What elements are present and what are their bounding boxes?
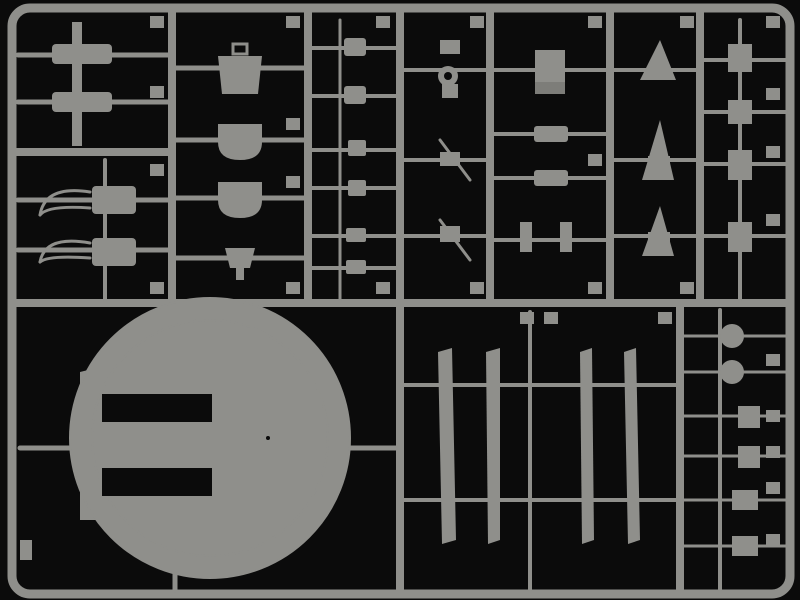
block-parts [492,16,608,294]
mount-parts [402,16,488,294]
shovel-parts [173,16,307,294]
shield-parts [612,16,698,294]
right-column-parts [702,16,788,302]
small-parts [682,308,788,592]
mechanism-parts [310,16,398,302]
tripod-parts [15,158,171,302]
platform-part [17,297,399,593]
long-parts [402,310,678,592]
barrel-parts [15,16,171,146]
sprue-frame [7,3,795,599]
